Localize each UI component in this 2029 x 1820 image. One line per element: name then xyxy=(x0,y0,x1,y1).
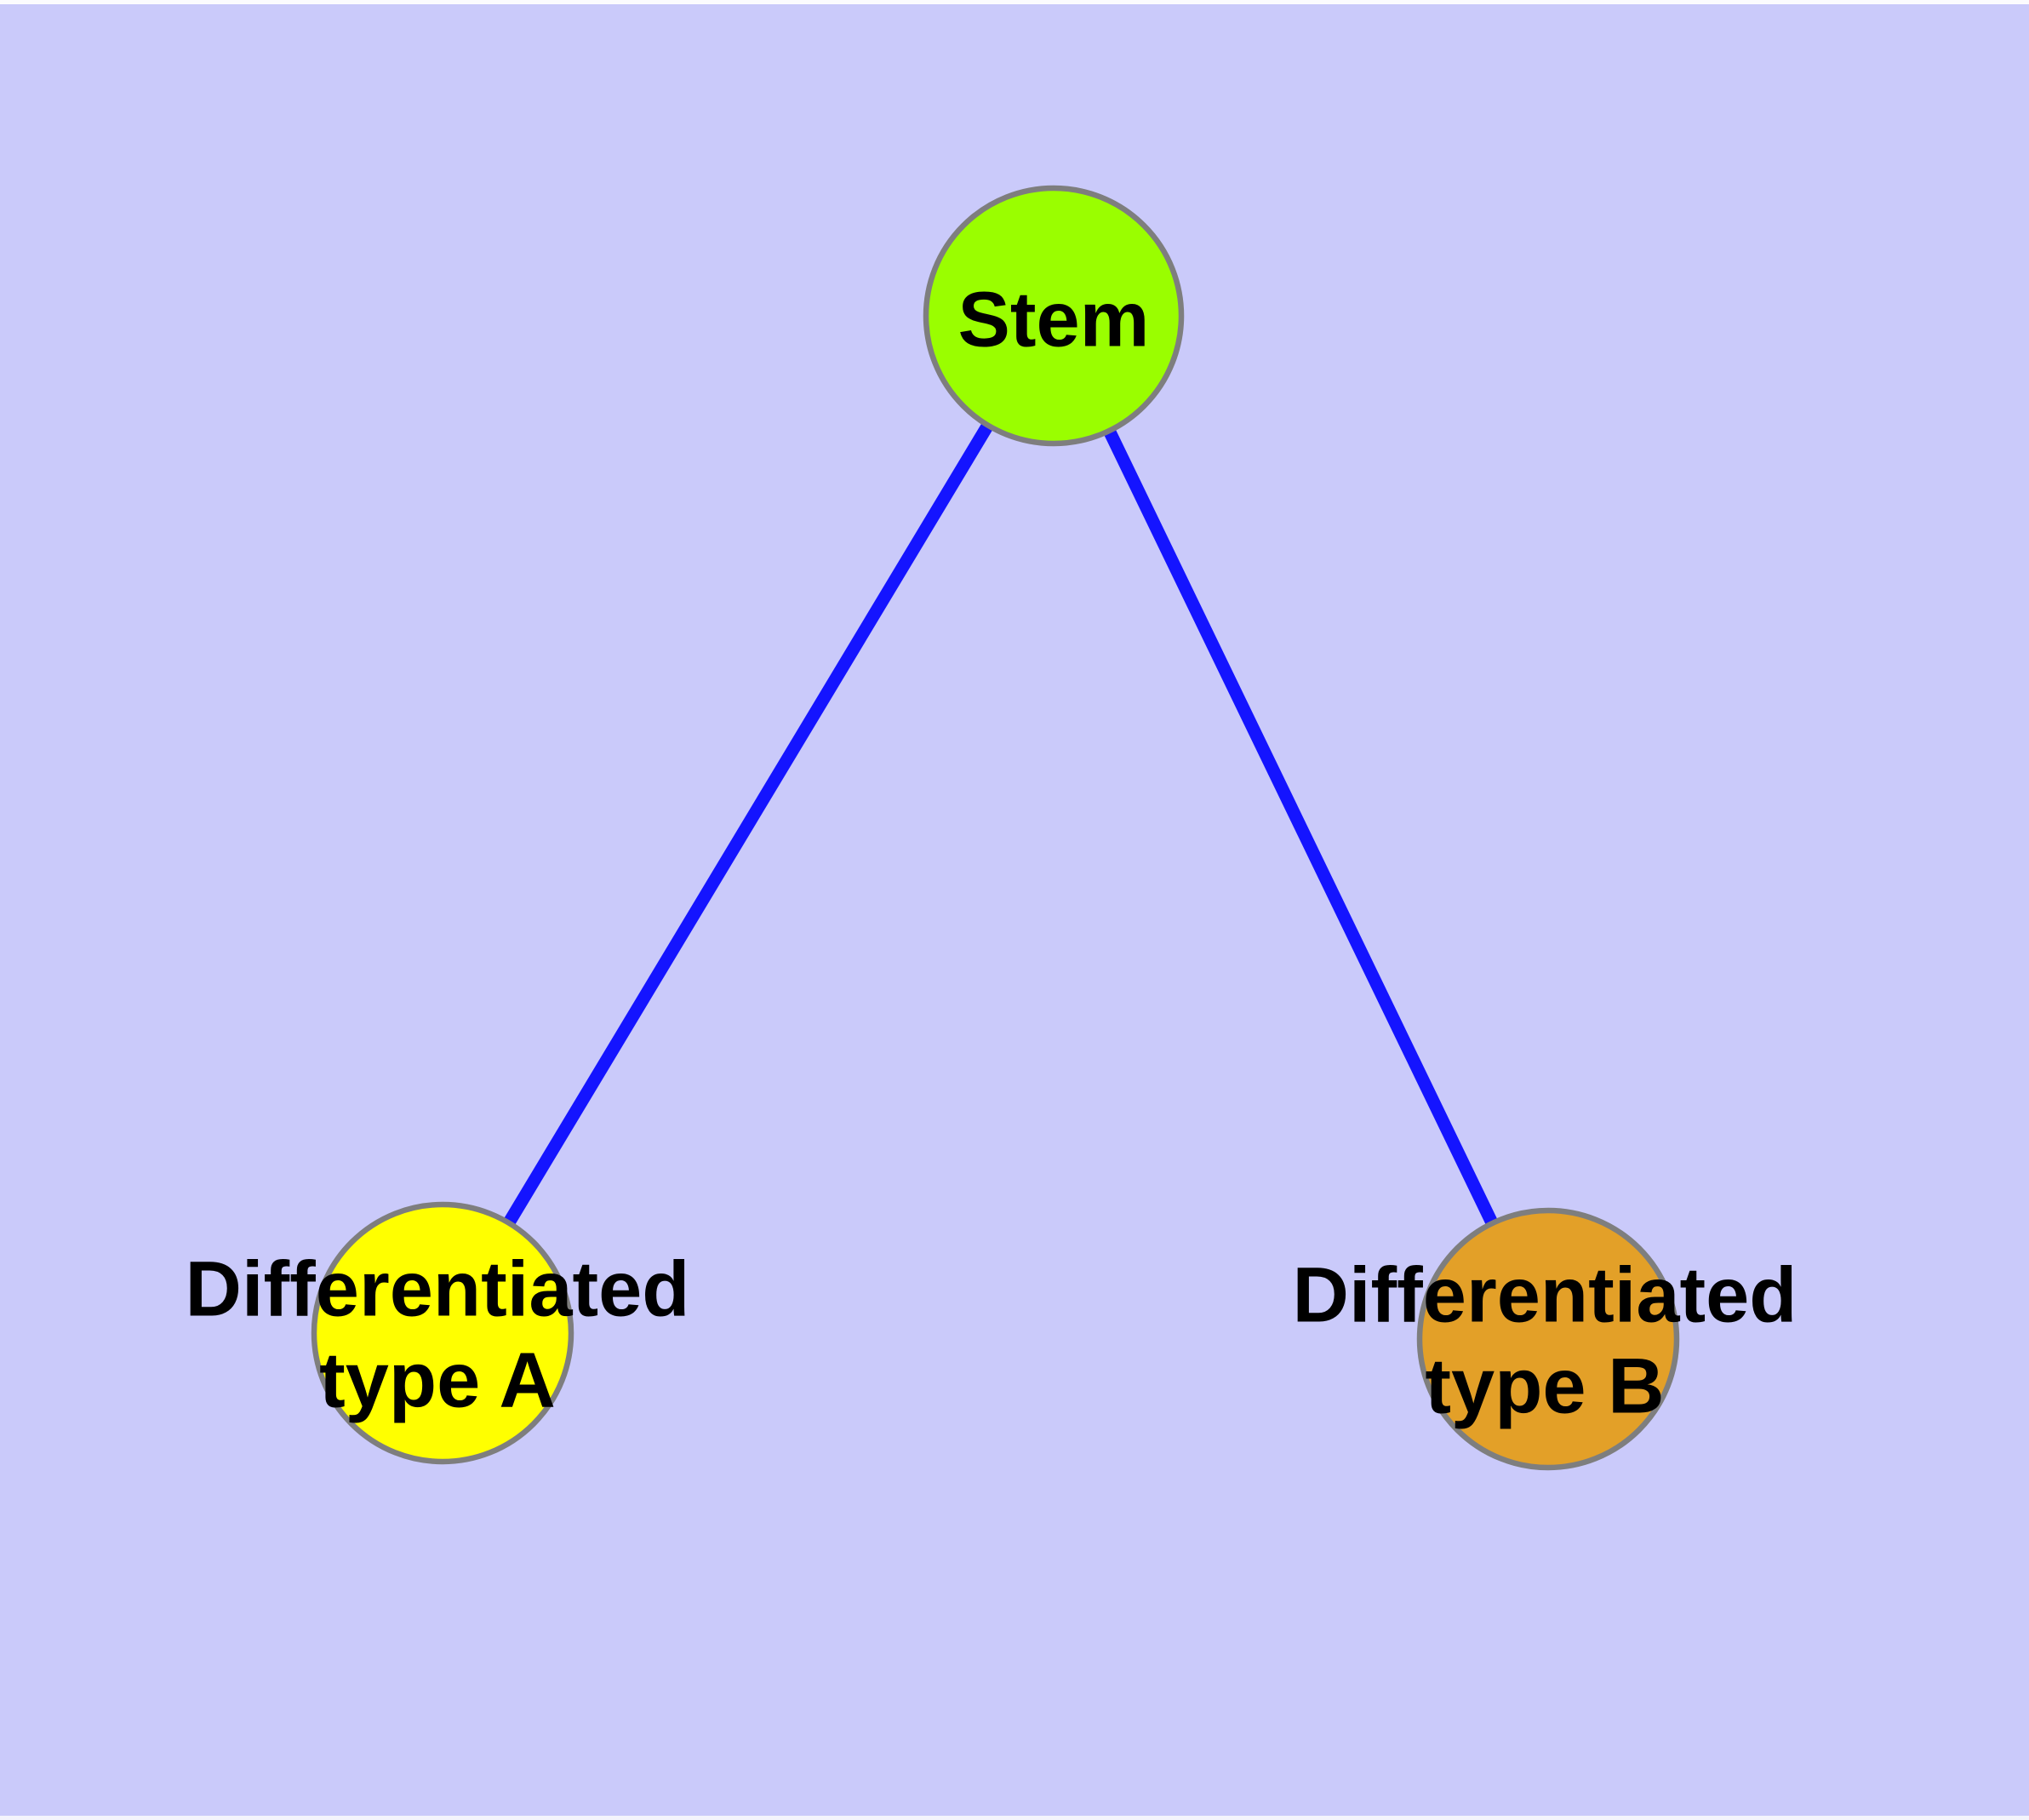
differentiated-type-a-label-line2: type A xyxy=(319,1336,556,1423)
edge-stem-to-type-a xyxy=(437,312,1060,1336)
stem-node-label: Stem xyxy=(958,275,1150,366)
stem-node-label-text: Stem xyxy=(957,276,1150,363)
bottom-margin xyxy=(0,1816,2029,1820)
stem-node-circle xyxy=(923,185,1185,447)
differentiated-type-b-label-line2: type B xyxy=(1425,1342,1665,1429)
differentiated-type-b-node-label: Differentiated type B xyxy=(1293,1250,1798,1431)
differentiated-type-b-node-circle xyxy=(1416,1207,1680,1471)
differentiated-type-a-node-circle xyxy=(311,1201,574,1465)
top-margin xyxy=(0,0,2029,4)
differentiated-type-b-label-line1: Differentiated xyxy=(1292,1251,1798,1339)
differentiated-type-a-label-line1: Differentiated xyxy=(185,1245,690,1333)
differentiated-type-a-node-label: Differentiated type A xyxy=(186,1244,690,1425)
edge-stem-to-type-b xyxy=(1048,312,1554,1342)
